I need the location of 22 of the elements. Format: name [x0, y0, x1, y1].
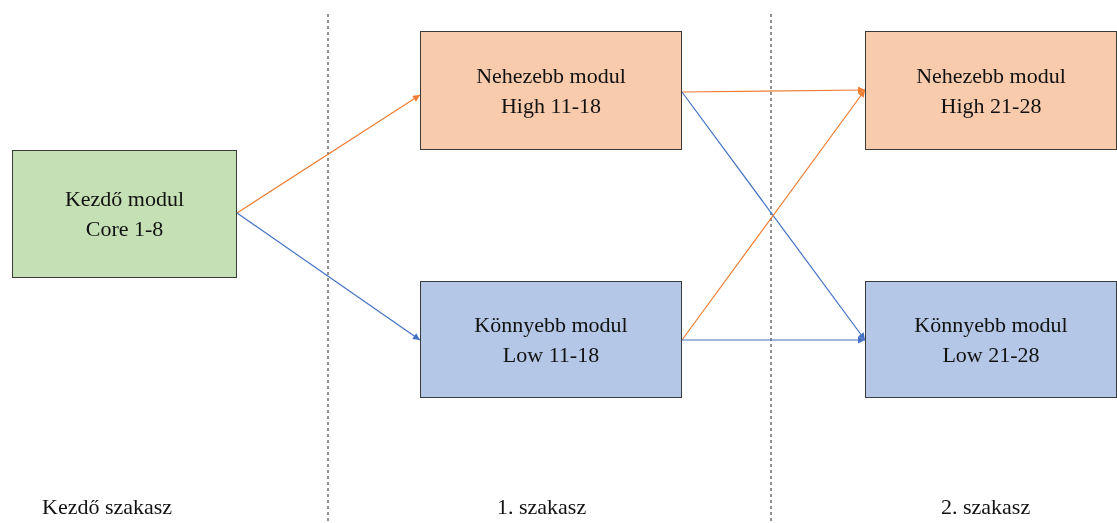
- module-text: Könnyebb modul: [474, 310, 628, 339]
- module-text: Core 1-8: [85, 215, 164, 243]
- module-text: Nehezebb modul: [916, 61, 1066, 90]
- arrow: [681, 336, 866, 344]
- module-text: Low 11-18: [502, 340, 600, 369]
- module-text: Low 21-28: [942, 340, 1040, 369]
- stage-label: Kezdő szakasz: [42, 494, 173, 520]
- module-box: [865, 281, 1117, 398]
- arrow: [236, 94, 421, 214]
- module-text: Kezdő modul: [64, 185, 185, 213]
- module-box: [420, 281, 682, 398]
- module-box: [865, 31, 1117, 150]
- stage-label: 1. szakasz: [497, 494, 587, 520]
- stage-label: 2. szakasz: [941, 494, 1031, 520]
- module-text: Nehezebb modul: [476, 61, 626, 90]
- module-box: [420, 31, 682, 150]
- arrow: [681, 86, 866, 94]
- module-text: High 11-18: [501, 91, 601, 120]
- module-text: Könnyebb modul: [914, 310, 1068, 339]
- module-text: High 21-28: [940, 91, 1042, 120]
- module-box: [12, 150, 237, 278]
- arrow: [236, 212, 421, 341]
